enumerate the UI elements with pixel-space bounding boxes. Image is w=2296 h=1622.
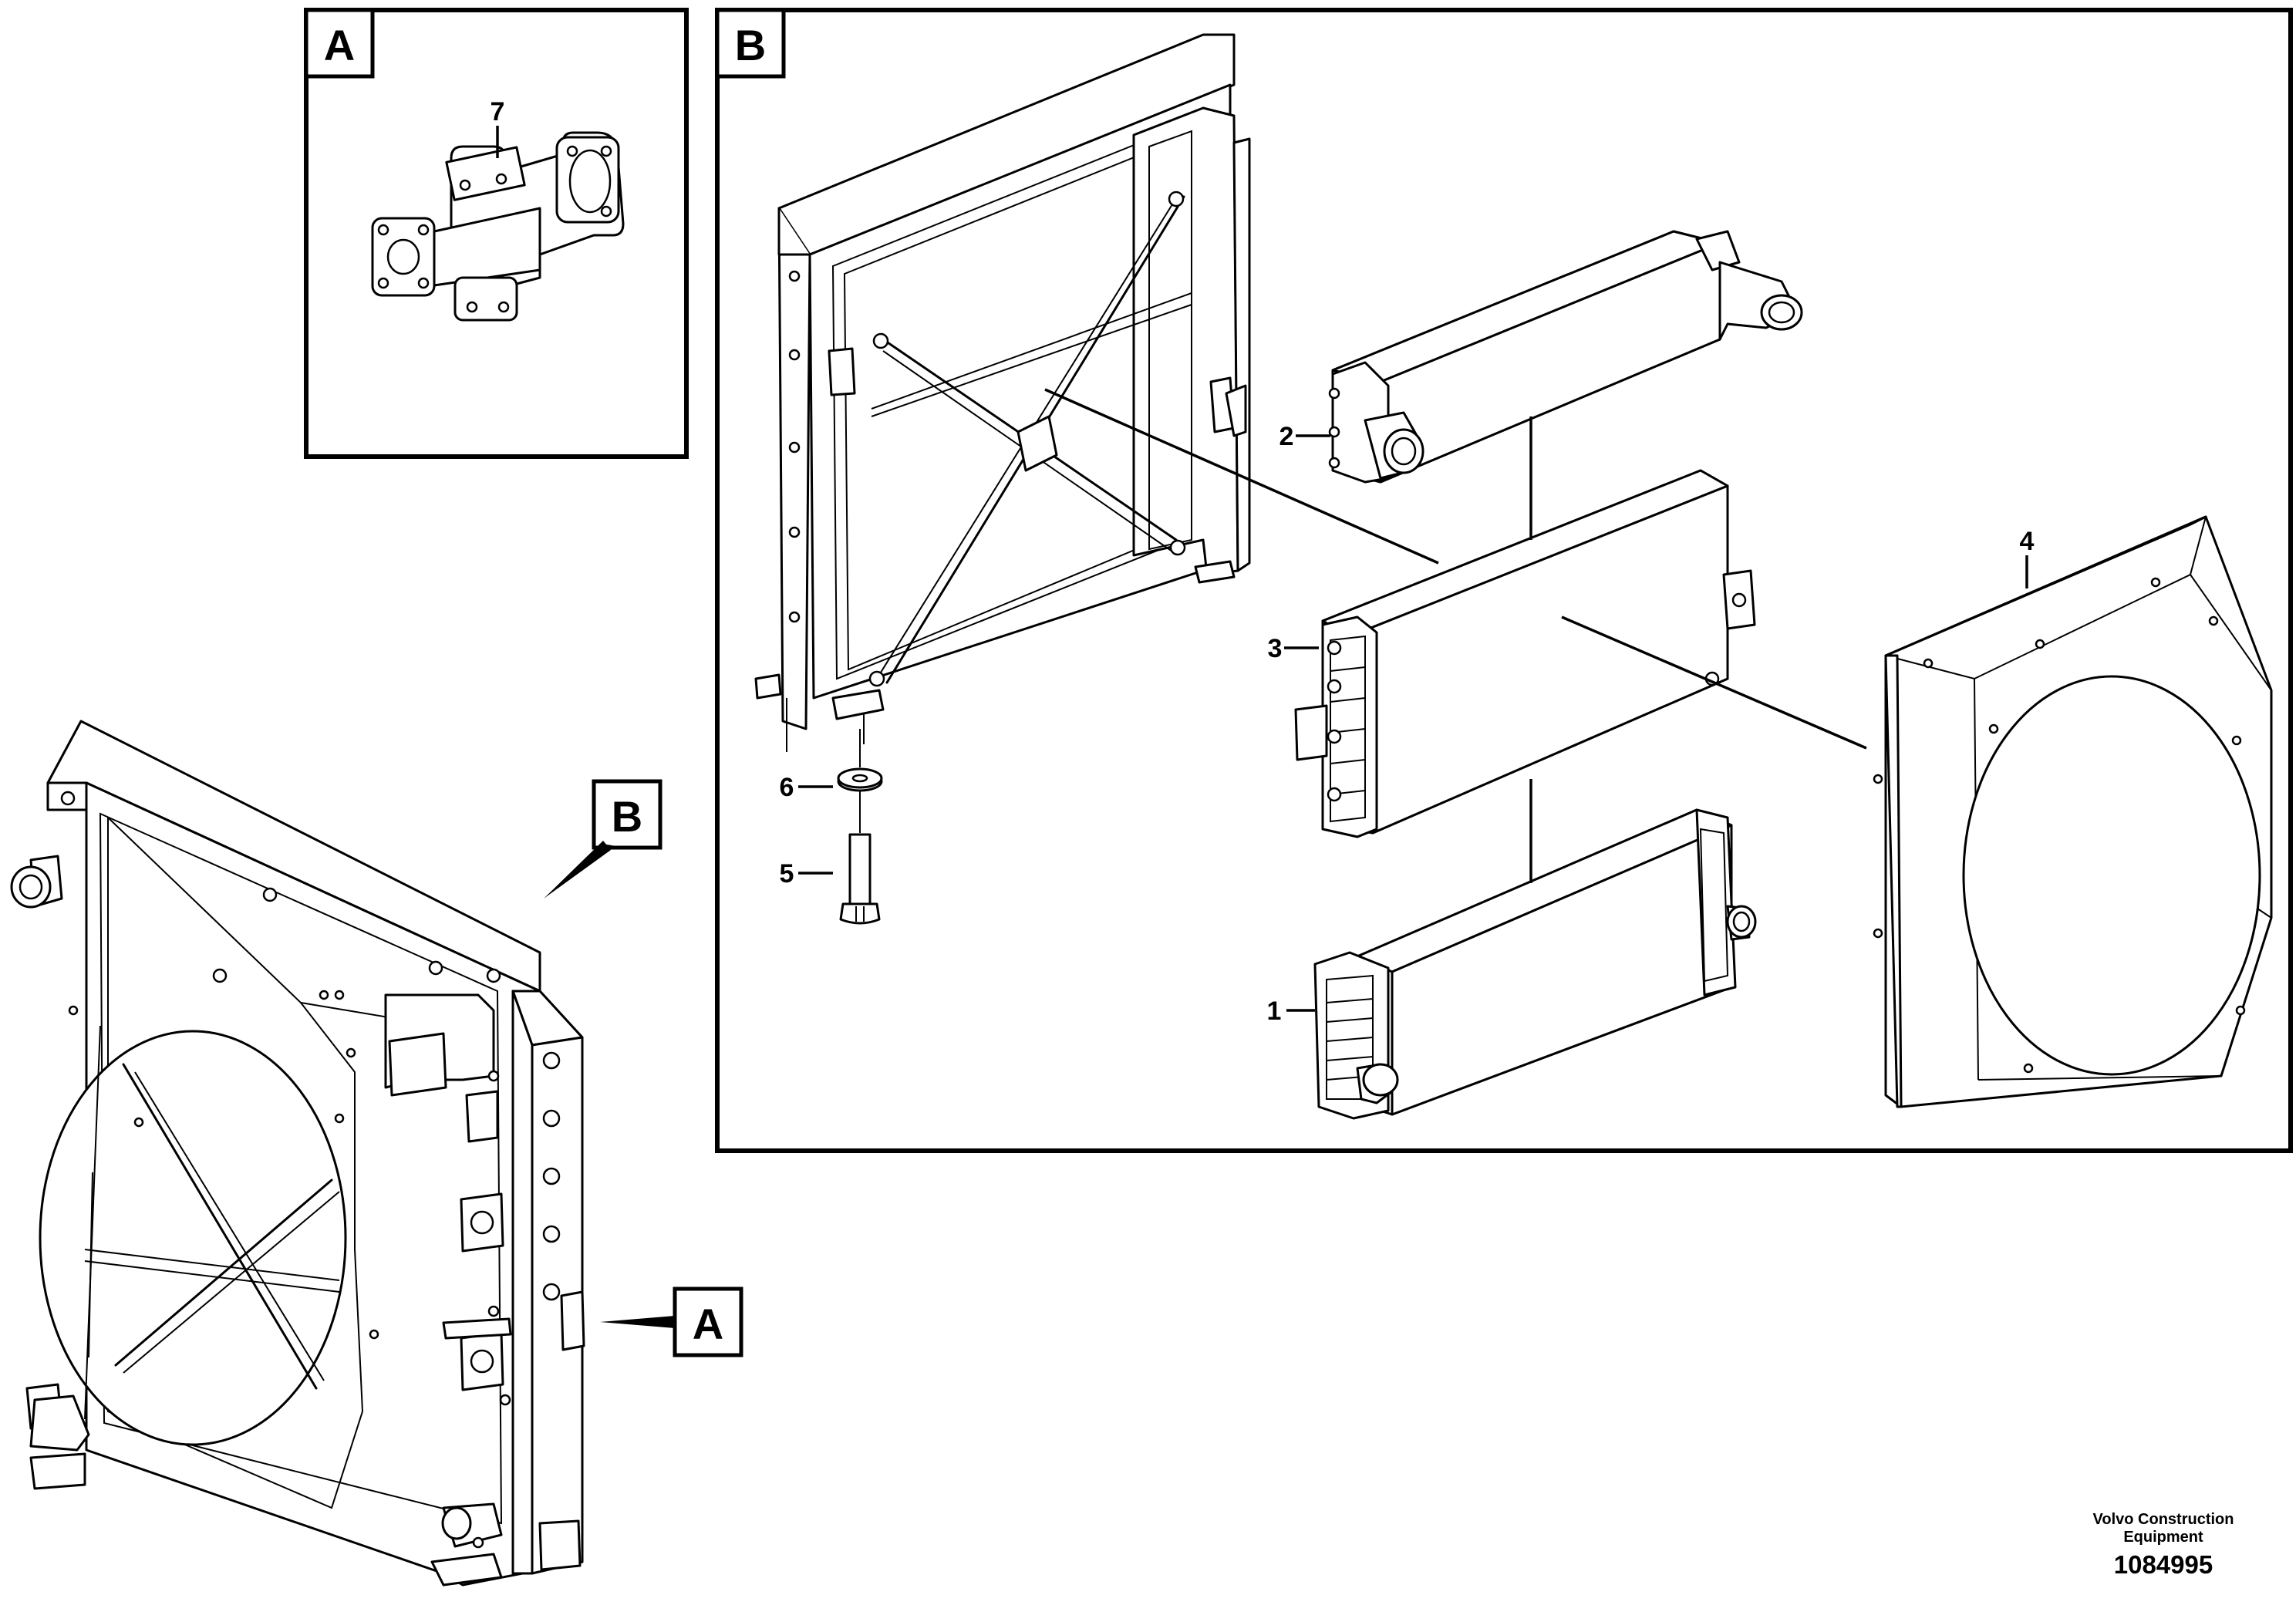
main-view-tag-a: A xyxy=(693,1300,723,1348)
radiator-core-part-1 xyxy=(1313,808,1757,1120)
panel-b-tag-box xyxy=(715,8,786,79)
oil-cooler-part-3 xyxy=(1294,469,1756,838)
panel-b-tag: B xyxy=(735,21,766,69)
callout-6: 6 xyxy=(780,773,794,802)
footer-company-line1: Volvo Construction xyxy=(2093,1511,2234,1528)
cooling-unit-assembly xyxy=(10,720,585,1587)
radiator-frame xyxy=(754,33,1251,752)
panel-a-tag-box xyxy=(304,8,375,79)
panel-a-tag: A xyxy=(324,21,355,69)
pipe-bracket-part-7 xyxy=(371,131,625,322)
drawing-number: 1084995 xyxy=(2114,1550,2213,1579)
fan-shroud-part-4 xyxy=(1873,515,2273,1108)
footer: Volvo Construction Equipment 1084995 xyxy=(2093,1511,2234,1579)
main-view-marker-a: A xyxy=(600,1286,743,1357)
callout-1: 1 xyxy=(1267,996,1282,1026)
callout-5: 5 xyxy=(780,859,794,889)
panel-a-frame xyxy=(304,8,689,459)
charge-air-cooler-part-2 xyxy=(1328,230,1803,484)
callout-4: 4 xyxy=(2020,527,2035,556)
callout-7: 7 xyxy=(491,97,505,126)
washer-part-6 xyxy=(837,767,883,792)
main-view-marker-b: B xyxy=(544,779,663,899)
bolt-part-5 xyxy=(839,833,881,925)
detail-panel-a: A 7 xyxy=(304,8,689,459)
detail-panel-b: B xyxy=(715,8,2293,1153)
panel-b-frame xyxy=(715,8,2293,1153)
footer-company-line2: Equipment xyxy=(2123,1529,2203,1546)
callout-2: 2 xyxy=(1279,422,1294,451)
callout-3: 3 xyxy=(1268,634,1283,663)
main-view-tag-b: B xyxy=(612,792,642,841)
main-view-tag-b-box xyxy=(592,779,663,850)
